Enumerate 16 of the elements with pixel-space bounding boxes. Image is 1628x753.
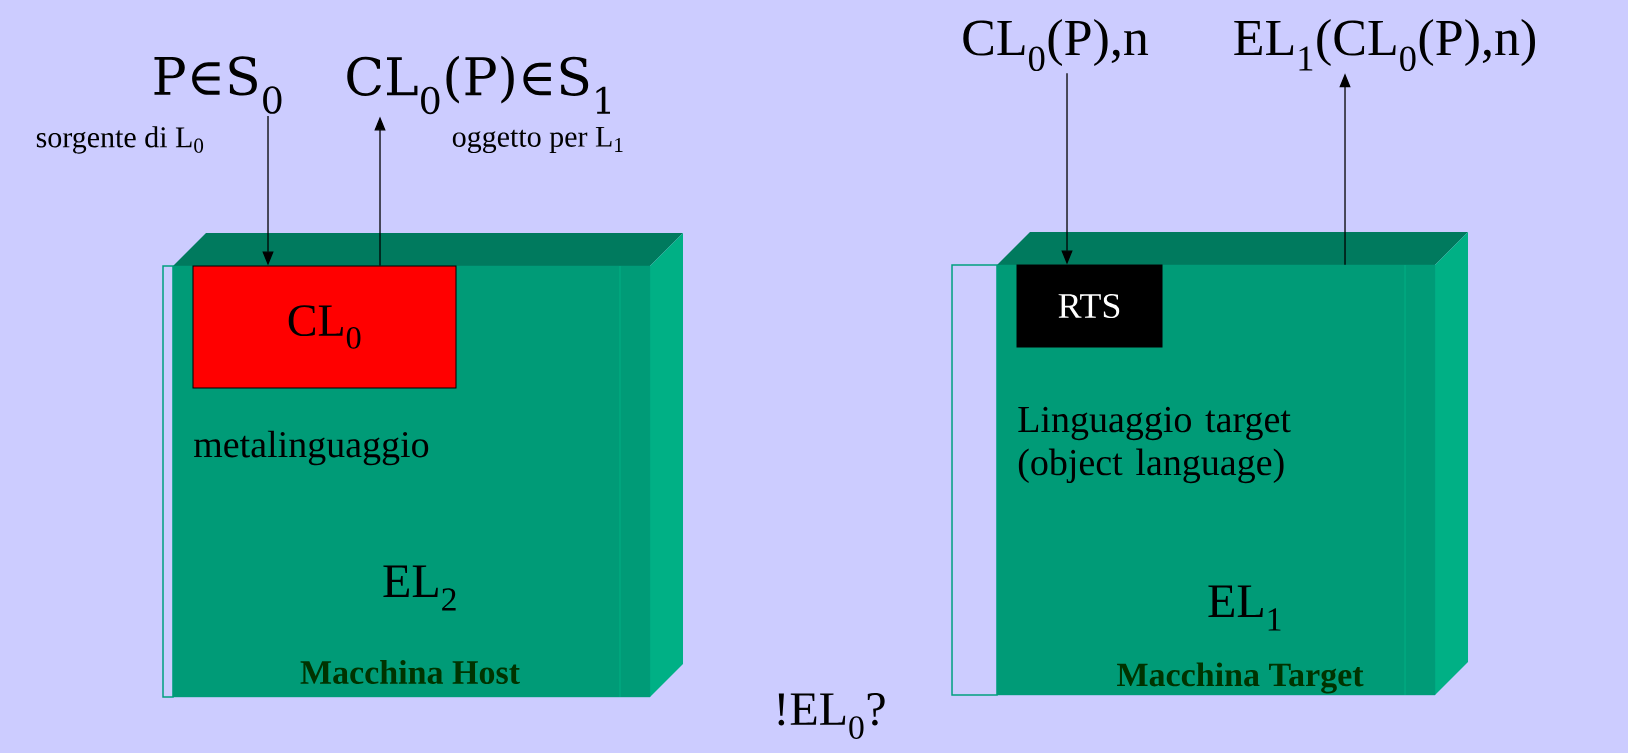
machine-box xyxy=(951,232,1468,696)
formula-label: CL$_{0}$(P),n xyxy=(963,18,1149,72)
box-label: EL$_{1}$ xyxy=(1208,585,1281,631)
formula-label: CL$_{0}$(P)∈S$_{1}$ xyxy=(347,55,610,115)
box-label: Linguaggio target (object language) xyxy=(1018,406,1291,484)
machine-name: Macchina Target xyxy=(1117,662,1364,694)
node-label: oggetto per L$_{1}$ xyxy=(452,126,623,154)
machine-name: Macchina Host xyxy=(300,660,520,684)
component-box: CL$_{0}$ xyxy=(192,265,457,389)
box-label: EL$_{2}$ xyxy=(383,565,456,611)
formula-label: EL$_{1}$(CL$_{0}$(P),n) xyxy=(1234,18,1535,72)
component-box: RTS xyxy=(1016,264,1163,348)
formula-label: P∈S$_{0}$ xyxy=(154,56,282,114)
node-label: sorgente di L$_{0}$ xyxy=(36,126,204,154)
note-label: !EL$_{0}$? xyxy=(778,693,885,739)
box-label: metalinguaggio xyxy=(194,430,429,466)
